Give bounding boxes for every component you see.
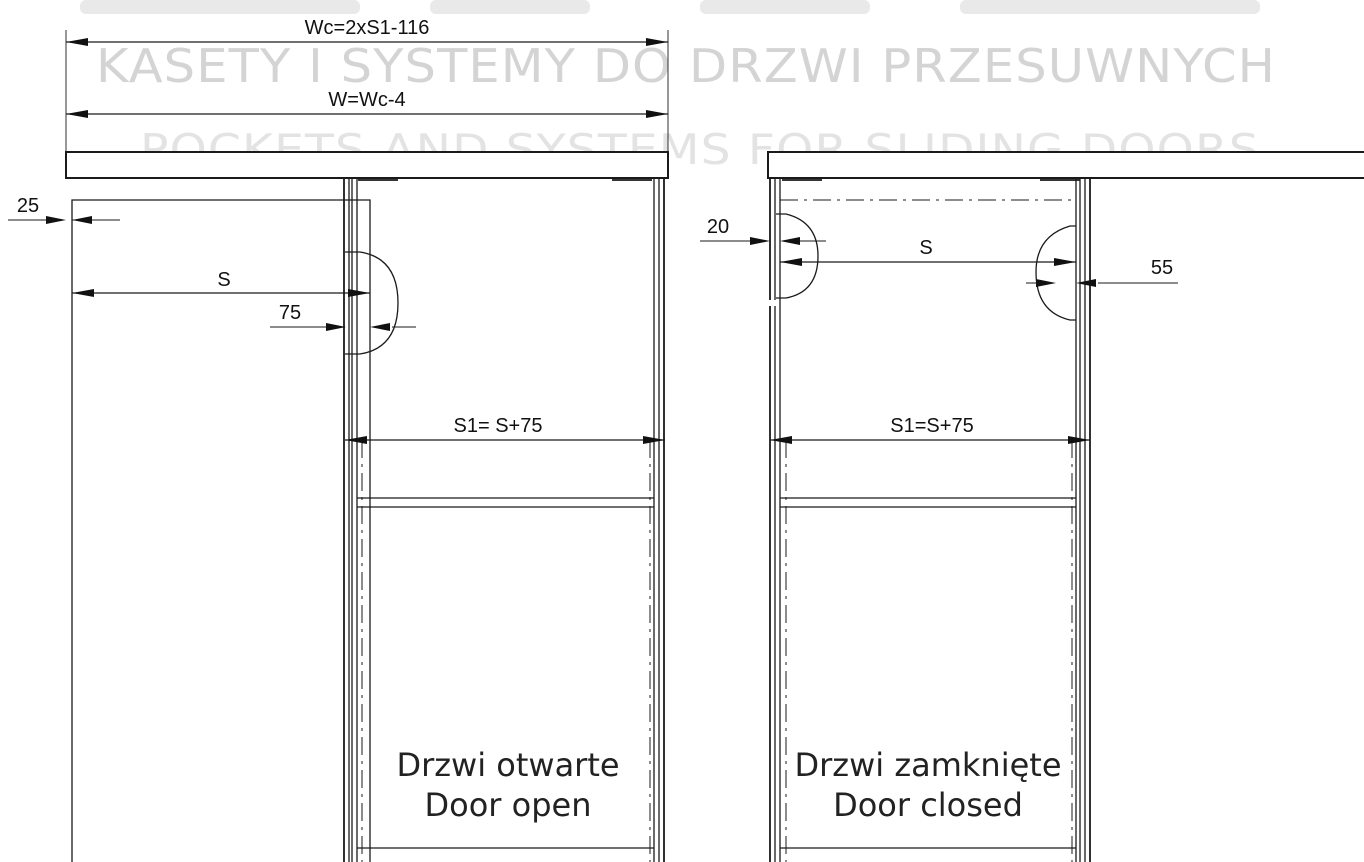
finger-pull-closed-left xyxy=(776,213,819,299)
dimension-wc: Wc=2xS1-116 xyxy=(65,17,669,152)
label-left-s1: S1= S+75 xyxy=(454,415,543,437)
logo-watermark xyxy=(80,0,1260,14)
label-right-gap: 20 xyxy=(707,216,729,238)
top-board-right xyxy=(767,151,1364,179)
watermark-line-1: KASETY I SYSTEMY DO DRZWI PRZESUWNYCH xyxy=(96,39,1276,93)
caption-open-en: Door open xyxy=(425,786,592,824)
label-right-handle: 55 xyxy=(1151,257,1173,279)
finger-pull-open xyxy=(345,251,399,355)
label-w: W=Wc-4 xyxy=(328,89,405,111)
door-closed-view: 20 S 55 S1=S+75 Drzwi zamknięte Door clo… xyxy=(700,151,1364,862)
door-leaf-open xyxy=(71,199,371,862)
label-left-handle: 75 xyxy=(279,302,301,324)
caption-closed-en: Door closed xyxy=(833,786,1023,824)
label-left-s: S xyxy=(217,269,230,291)
finger-pull-closed-right xyxy=(1035,225,1076,321)
label-right-s: S xyxy=(919,237,932,259)
caption-closed-pl: Drzwi zamknięte xyxy=(794,746,1061,784)
label-left-gap: 25 xyxy=(17,195,39,217)
top-board-left xyxy=(65,151,669,179)
label-wc: Wc=2xS1-116 xyxy=(305,17,430,39)
caption-open-pl: Drzwi otwarte xyxy=(396,746,619,784)
door-open-view: 25 S 75 S1= S+75 Drzwi otwarte Door open xyxy=(8,151,669,862)
dimension-w: W=Wc-4 xyxy=(66,89,668,118)
label-right-s1: S1=S+75 xyxy=(890,415,973,437)
